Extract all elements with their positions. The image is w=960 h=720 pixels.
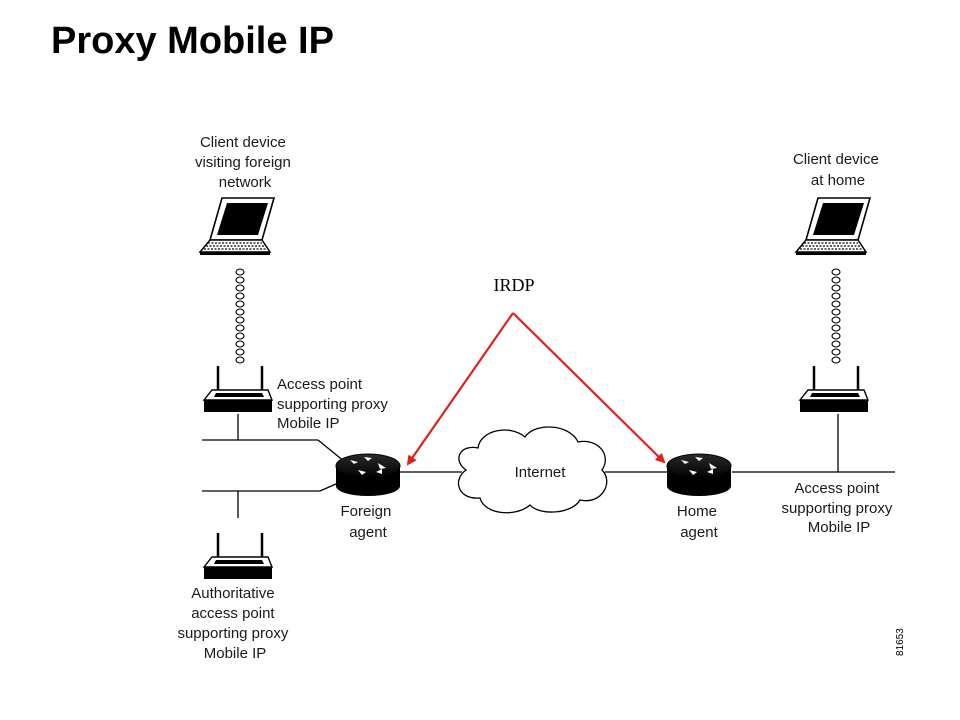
label-client-visiting: Client device visiting foreign network — [195, 134, 295, 191]
label-internet: Internet — [515, 464, 567, 481]
label-authoritative-ap: Authoritative access point supporting pr… — [177, 585, 292, 662]
network-links — [202, 414, 895, 518]
irdp-arrows — [406, 312, 666, 466]
wireless-link-foreign — [235, 268, 245, 364]
label-client-home: Client device at home — [793, 151, 883, 189]
laptop-icon-foreign — [198, 197, 276, 255]
wireless-link-home — [831, 268, 841, 364]
figure-id: 81653 — [895, 628, 906, 656]
irdp-arrow-to-home-agent — [512, 312, 666, 464]
access-point-icon-home — [798, 366, 870, 412]
access-point-icon-authoritative — [202, 533, 274, 579]
laptop-icon-home — [794, 197, 872, 255]
label-home-agent: Home agent — [677, 503, 721, 541]
internet-cloud-icon — [457, 426, 608, 514]
router-icon-home-agent — [666, 453, 732, 496]
label-ap-home: Access point supporting proxy Mobile IP — [781, 480, 896, 536]
irdp-arrow-to-foreign-agent — [406, 312, 514, 466]
label-irdp: IRDP — [493, 275, 534, 295]
page-title: Proxy Mobile IP — [51, 20, 334, 62]
router-icon-foreign-agent — [335, 453, 401, 496]
label-ap-foreign: Access point supporting proxy Mobile IP — [277, 376, 392, 432]
label-foreign-agent: Foreign agent — [340, 503, 395, 541]
access-point-icon-foreign — [202, 366, 274, 412]
